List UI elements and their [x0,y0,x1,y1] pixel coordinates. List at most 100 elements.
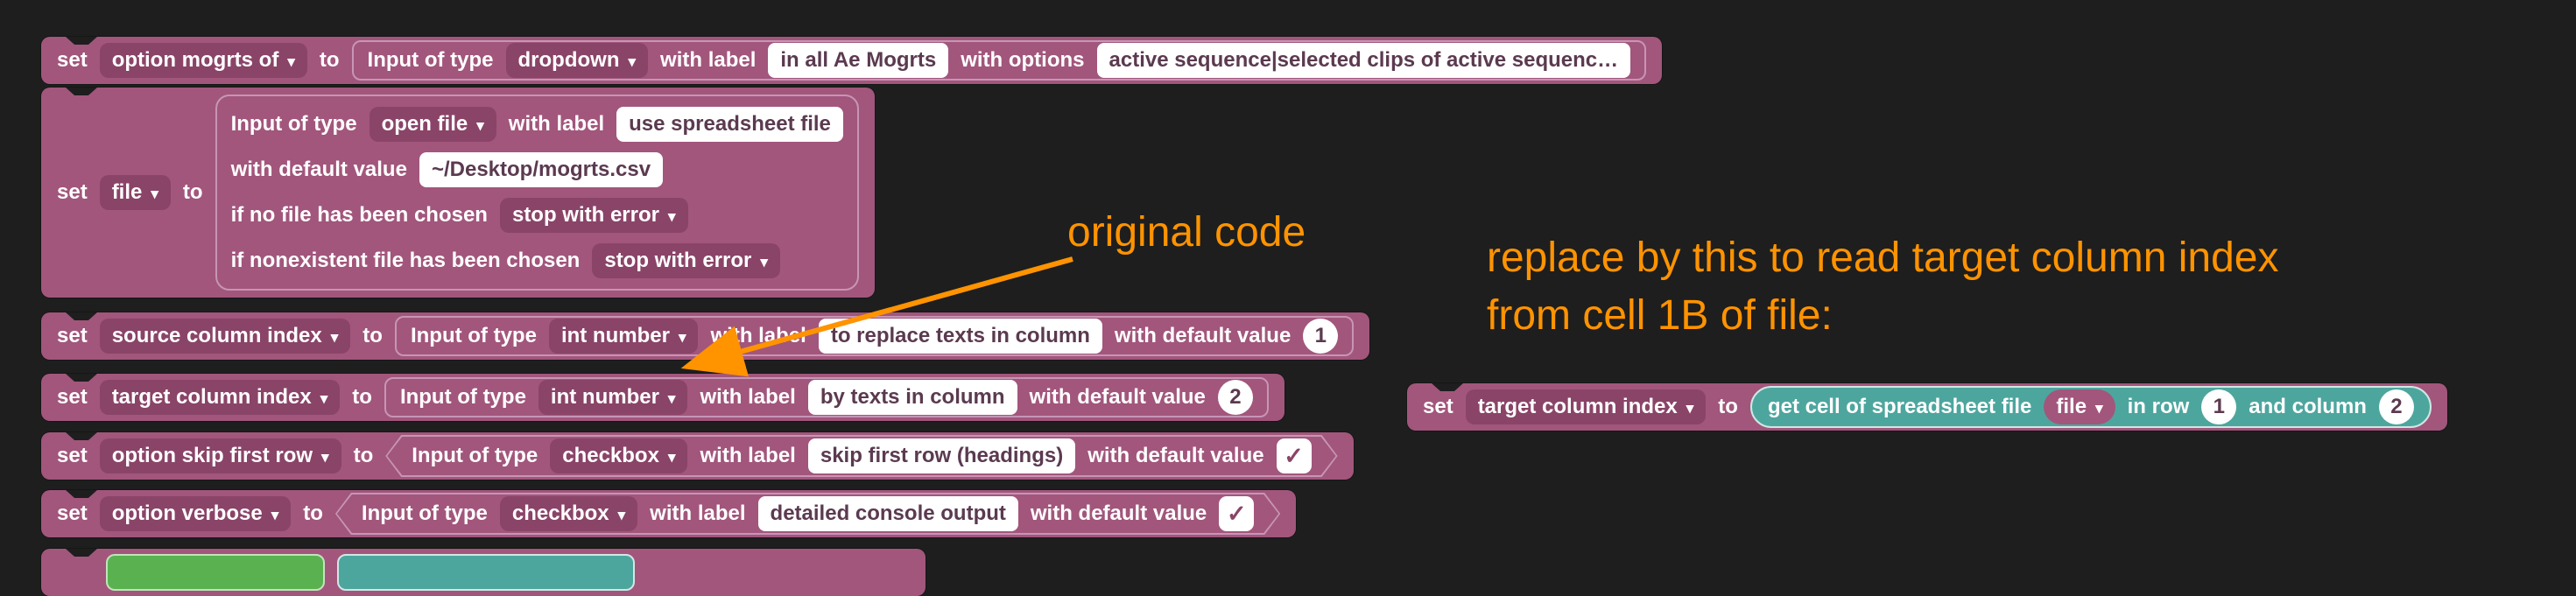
variable-dropdown[interactable]: option verbose ▾ [99,496,292,531]
input-of-type-label: Input of type [361,501,488,525]
default-checkbox-field[interactable]: ✓ [1277,438,1312,473]
input-type-dropdown-label: dropdown [517,48,620,72]
variable-dropdown[interactable]: target column index ▾ [1465,389,1707,424]
with-default-value-label: with default value [1029,385,1206,409]
label-text-field[interactable]: skip first row (headings) [808,438,1075,473]
input-type-dropdown[interactable]: open file ▾ [369,107,496,142]
annotation-replace-line1: replace by this to read target column in… [1487,235,2279,281]
no-file-behavior-dropdown-label: stop with error [511,203,659,227]
nonexistent-file-behavior-dropdown[interactable]: stop with error ▾ [592,243,780,278]
file-variable-dropdown[interactable]: file ▾ [2044,389,2115,424]
green-block-stub[interactable] [106,554,325,591]
with-default-value-label: with default value [230,158,407,181]
input-type-dropdown[interactable]: dropdown ▾ [505,43,649,78]
block-set-file[interactable]: set file ▾ to Input of type open file ▾ … [41,88,875,298]
to-label: to [319,48,340,72]
block-set-option-skip-first-row[interactable]: set option skip first row ▾ to Input of … [41,432,1354,480]
default-value-field[interactable]: ~/Desktop/mogrts.csv [419,152,664,187]
label-text-field[interactable]: to replace texts in column [818,319,1102,354]
to-label: to [352,385,372,409]
get-cell-label: get cell of spreadsheet file [1767,395,2032,418]
input-type-dropdown[interactable]: int number ▾ [538,380,688,415]
label-text-field[interactable]: by texts in column [807,380,1017,415]
label-text-field[interactable]: in all Ae Mogrts [768,43,949,78]
default-number-field[interactable]: 2 [1217,380,1253,415]
block-set-target-column-index[interactable]: set target column index ▾ to Input of ty… [41,374,1284,421]
block-set-source-column-index[interactable]: set source column index ▾ to Input of ty… [41,312,1370,360]
block-partial-cutoff[interactable] [41,549,926,596]
dropdown-caret-icon: ▾ [667,207,676,225]
get-cell-reporter-block[interactable]: get cell of spreadsheet file file ▾ in r… [1749,386,2432,428]
to-label: to [303,501,323,525]
input-type-dropdown-label: open file [381,112,468,136]
dropdown-caret-icon: ▾ [151,185,158,202]
reporter-row: if nonexistent file has been chosen stop… [231,242,780,280]
nonexistent-file-behavior-dropdown-label: stop with error [604,249,752,272]
variable-dropdown-label: option verbose [111,501,263,525]
to-label: to [1718,395,1738,418]
with-label-label: with label [650,501,746,525]
dropdown-caret-icon: ▾ [321,448,329,466]
set-label: set [57,324,88,347]
file-input-reporter-block[interactable]: Input of type open file ▾ with label use… [215,95,859,291]
file-variable-dropdown-label: file [2056,395,2087,418]
with-default-value-label: with default value [1087,444,1264,467]
block-notch [66,432,97,440]
input-of-type-label: Input of type [367,48,494,72]
dropdown-caret-icon: ▾ [320,389,328,407]
input-type-dropdown-label: int number [560,324,670,347]
set-label: set [57,48,88,72]
variable-dropdown[interactable]: file ▾ [99,175,171,210]
block-set-option-verbose[interactable]: set option verbose ▾ to Input of type ch… [41,490,1297,537]
annotation-replace-text: replace by this to read target column in… [1487,229,2279,345]
block-notch [66,37,97,45]
block-set-option-mogrts[interactable]: set option mogrts of ▾ to Input of type … [41,37,1663,84]
input-reporter-block[interactable]: Input of type int number ▾ with label by… [384,377,1269,417]
checkbox-reporter-block[interactable]: Input of type checkbox ▾ with label skip… [385,435,1337,477]
with-label-label: with label [700,444,796,467]
teal-block-stub[interactable] [337,554,635,591]
label-text-field[interactable]: detailed console output [758,496,1018,531]
set-label: set [1423,395,1453,418]
with-default-value-label: with default value [1030,501,1207,525]
input-of-type-label: Input of type [230,112,357,136]
block-notch [66,374,97,382]
input-type-dropdown[interactable]: checkbox ▾ [550,438,687,473]
dropdown-caret-icon: ▾ [476,116,484,134]
variable-dropdown-label: target column index [111,385,312,409]
set-label: set [57,501,88,525]
block-notch [66,312,97,320]
variable-dropdown[interactable]: source column index ▾ [99,319,351,354]
in-row-label: in row [2127,395,2190,418]
dropdown-caret-icon: ▾ [2095,399,2103,417]
reporter-row: Input of type open file ▾ with label use… [231,105,843,144]
dropdown-caret-icon: ▾ [678,328,686,346]
options-text-field[interactable]: active sequence|selected clips of active… [1096,43,1631,78]
input-type-dropdown[interactable]: checkbox ▾ [500,496,637,531]
reporter-row: with default value ~/Desktop/mogrts.csv [230,151,664,189]
variable-dropdown[interactable]: target column index ▾ [99,380,341,415]
input-reporter-block[interactable]: Input of type int number ▾ with label to… [394,316,1355,356]
label-text-field[interactable]: use spreadsheet file [616,107,843,142]
annotation-original-code: original code [1067,209,1306,256]
checkbox-reporter-block[interactable]: Input of type checkbox ▾ with label deta… [335,493,1280,535]
variable-dropdown-label: target column index [1477,395,1678,418]
input-type-dropdown-label: checkbox [511,501,609,525]
column-number-field[interactable]: 2 [2378,389,2414,424]
dropdown-caret-icon: ▾ [1686,399,1694,417]
to-label: to [353,444,374,467]
dropdown-caret-icon: ▾ [760,253,768,270]
block-set-target-column-index-replacement[interactable]: set target column index ▾ to get cell of… [1407,383,2447,431]
row-number-field[interactable]: 1 [2201,389,2237,424]
no-file-behavior-dropdown[interactable]: stop with error ▾ [499,198,688,233]
annotation-replace-line2: from cell 1B of file: [1487,292,1833,339]
input-type-dropdown[interactable]: int number ▾ [548,319,699,354]
input-reporter-block[interactable]: Input of type dropdown ▾ with label in a… [351,40,1647,81]
to-label: to [362,324,383,347]
variable-dropdown[interactable]: option mogrts of ▾ [99,43,307,78]
set-label: set [57,180,88,204]
variable-dropdown[interactable]: option skip first row ▾ [99,438,341,473]
default-number-field[interactable]: 1 [1303,319,1339,354]
default-checkbox-field[interactable]: ✓ [1219,496,1254,531]
